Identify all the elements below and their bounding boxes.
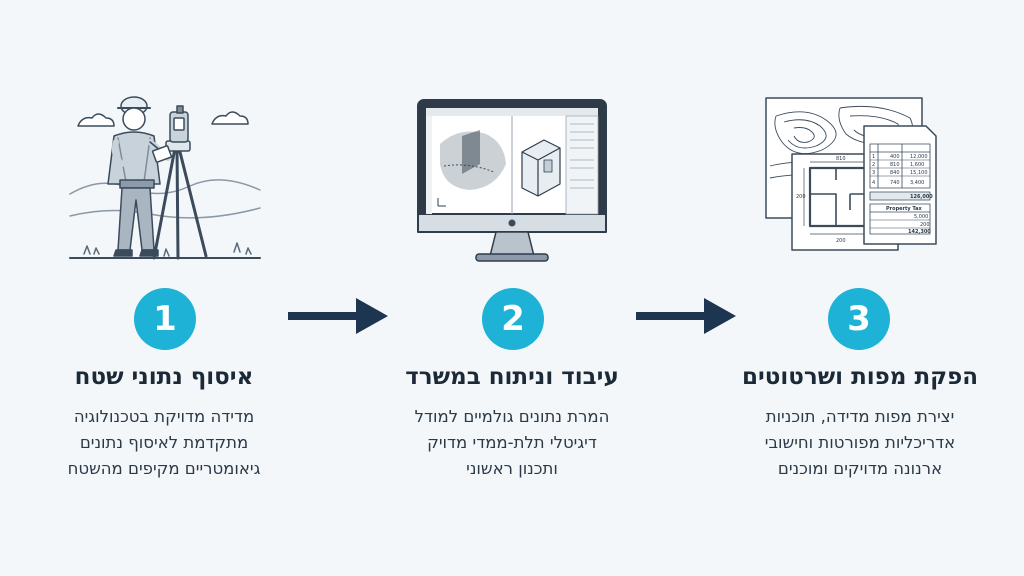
maps-documents-icon: 1 400 12,000 2 810 1,600 3 840 15,100 4 … xyxy=(765,97,937,251)
arrow-right-icon xyxy=(288,298,388,334)
step-title: איסוף נתוני שטח xyxy=(74,364,254,390)
dimension-label: 200 xyxy=(836,238,846,244)
step-number-badge: 1 xyxy=(134,288,196,350)
step-description-line: יצירת מפות מדידה, תוכניות xyxy=(765,407,955,426)
step-description-line: אדריכליות מפורטות וחישובי xyxy=(764,433,956,452)
step-3: 1 400 12,000 2 810 1,600 3 840 15,100 4 … xyxy=(710,0,1010,576)
table-total: 126,000 xyxy=(910,194,933,200)
tax-cell: 5,000 xyxy=(914,214,928,220)
table-cell: 3 xyxy=(872,170,875,176)
table-cell: 2 xyxy=(872,162,875,168)
step-title: עיבוד וניתוח במשרד xyxy=(405,364,619,390)
property-tax-title: Property Tax xyxy=(886,206,923,212)
step-2: 2 עיבוד וניתוח במשרד המרת נתונים גולמיים… xyxy=(362,0,662,576)
step-description: מדידה מדויקת בטכנולוגיה מתקדמת לאיסוף נת… xyxy=(14,404,314,482)
table-cell: 3,400 xyxy=(910,180,924,186)
table-cell: 400 xyxy=(890,154,900,160)
tax-cell: 200 xyxy=(920,222,930,228)
step-description-line: ותכנון ראשוני xyxy=(466,459,558,478)
table-cell: 12,000 xyxy=(910,154,928,160)
table-cell: 15,100 xyxy=(910,170,928,176)
arrow-right-icon xyxy=(636,298,736,334)
step-description-line: המרת נתונים גולמיים למודל xyxy=(414,407,610,426)
step-number-badge: 3 xyxy=(828,288,890,350)
computer-monitor-icon xyxy=(417,99,607,262)
table-cell: 740 xyxy=(890,180,900,186)
table-cell: 840 xyxy=(890,170,900,176)
table-cell: 1 xyxy=(872,154,875,160)
tax-cell: 142,300 xyxy=(908,229,931,235)
step-description-line: דיגיטלי תלת-ממדי מדויק xyxy=(427,433,597,452)
step-description-line: מתקדמת לאיסוף נתונים xyxy=(79,433,249,452)
surveyor-icon xyxy=(69,96,261,260)
table-cell: 4 xyxy=(872,180,875,186)
dimension-label: 810 xyxy=(836,156,846,162)
step-description-line: מדידה מדויקת בטכנולוגיה xyxy=(73,407,255,426)
step-description-line: גיאומטריים מקיפים מהשטח xyxy=(67,459,261,478)
step-description-line: ארנונה מדויקים ומוכנים xyxy=(777,459,943,478)
dimension-label: 200 xyxy=(796,194,806,200)
step-title: הפקת מפות ושרטוטים xyxy=(741,364,979,390)
step-number-badge: 2 xyxy=(482,288,544,350)
table-cell: 1,600 xyxy=(910,162,924,168)
step-description: המרת נתונים גולמיים למודל דיגיטלי תלת-ממ… xyxy=(362,404,662,482)
step-1: 1 איסוף נתוני שטח מדידה מדויקת בטכנולוגי… xyxy=(14,0,314,576)
table-cell: 810 xyxy=(890,162,900,168)
step-description: יצירת מפות מדידה, תוכניות אדריכליות מפור… xyxy=(710,404,1010,482)
